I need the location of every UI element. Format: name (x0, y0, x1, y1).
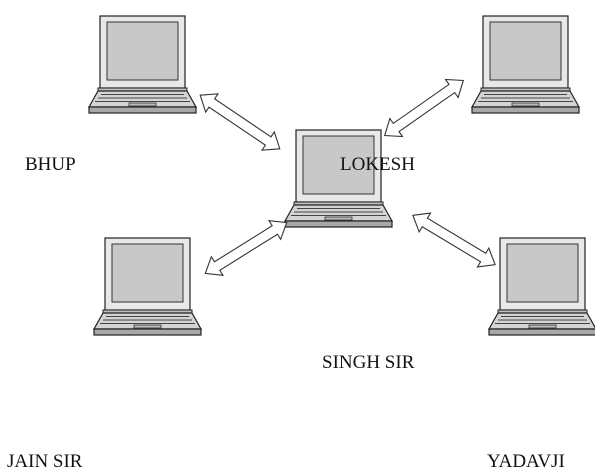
double-arrow-icon-top-left (193, 85, 287, 159)
node-label-jain-sir: JAIN SIR (7, 451, 83, 472)
node-label-singh-sir: SINGH SIR (322, 352, 415, 373)
laptop-icon-bottom-right (488, 237, 595, 336)
laptop-icon-top-right (471, 15, 580, 114)
laptop-icon-bottom-left (93, 237, 202, 336)
node-label-lokesh: LOKESH (340, 154, 415, 175)
laptop-icon-center (284, 129, 393, 228)
double-arrow-icon-bottom-right (406, 205, 502, 275)
node-label-bhup: BHUP (25, 154, 76, 175)
node-label-yadavji: YADAVJI (487, 451, 565, 472)
double-arrow-icon-bottom-left (198, 212, 294, 284)
laptop-icon-top-left (88, 15, 197, 114)
double-arrow-icon-top-right (377, 70, 471, 146)
